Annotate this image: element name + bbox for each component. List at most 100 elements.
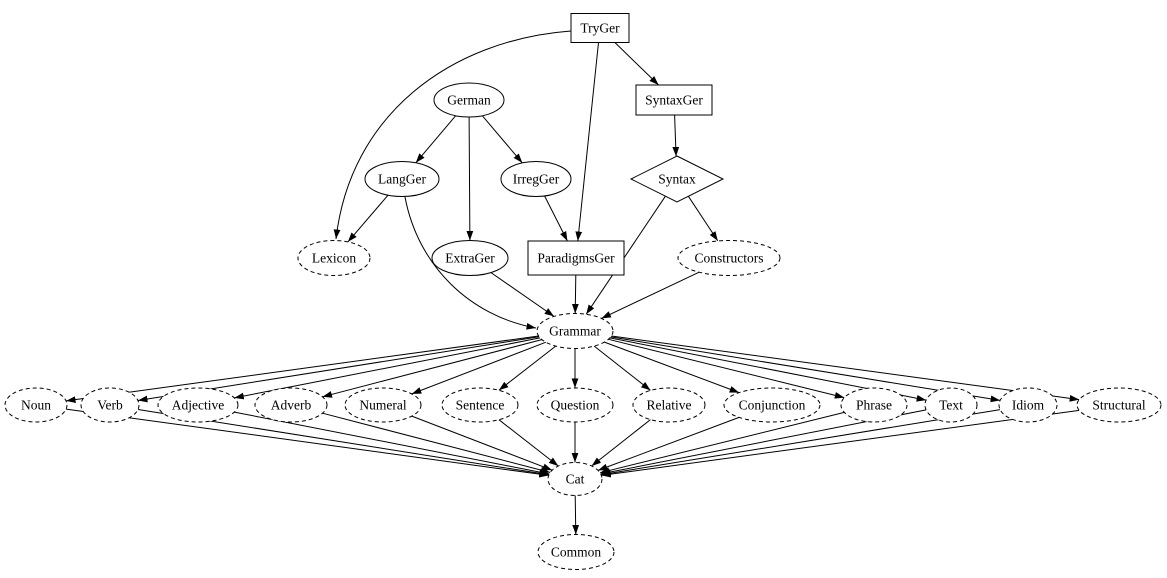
node-Constructors: Constructors [677, 240, 781, 276]
node-shape-Constructors [677, 240, 781, 276]
node-label-Constructors: Constructors [695, 251, 764, 266]
node-label-Numeral: Numeral [359, 398, 406, 413]
node-label-Relative: Relative [647, 398, 692, 413]
node-TryGer: TryGer [570, 13, 630, 43]
edge-Syntax-Constructors [687, 196, 719, 242]
edge-Syntax-Grammar [585, 195, 666, 315]
edge-SyntaxGer-Syntax [672, 114, 680, 157]
edge-Grammar-Relative [593, 345, 651, 391]
node-shape-ParadigmsGer [527, 240, 625, 276]
node-shape-Conjunction [723, 387, 821, 423]
edge-TryGer-Lexicon [333, 30, 572, 240]
node-shape-SyntaxGer [635, 84, 713, 116]
node-shape-Noun [4, 387, 68, 423]
node-shape-LangGer [364, 161, 440, 197]
node-Grammar: Grammar [536, 313, 614, 349]
edge-Sentence-Cat [498, 419, 559, 467]
edge-German-ExtraGer [466, 116, 474, 241]
node-shape-Sentence [441, 387, 519, 423]
edge-Idiom-Cat [601, 409, 1001, 477]
node-label-LangGer: LangGer [378, 172, 426, 187]
edge-Conjunction-Cat [597, 416, 740, 471]
node-Numeral: Numeral [344, 387, 422, 423]
node-shape-German [433, 82, 505, 118]
node-label-Question: Question [551, 398, 600, 413]
node-label-Verb: Verb [97, 398, 123, 413]
edge-Structural-Cat [601, 409, 1080, 478]
edge-German-LangGer [415, 115, 457, 164]
node-Verb: Verb [80, 387, 140, 423]
edge-layer [66, 30, 1080, 535]
node-Phrase: Phrase [840, 387, 908, 423]
node-label-SyntaxGer: SyntaxGer [645, 93, 703, 108]
node-shape-Common [537, 534, 615, 570]
edge-Adverb-Cat [322, 412, 551, 474]
node-ParadigmsGer: ParadigmsGer [527, 240, 625, 276]
node-label-Cat: Cat [566, 472, 585, 487]
node-SyntaxGer: SyntaxGer [635, 84, 713, 116]
node-label-Common: Common [551, 545, 602, 560]
edge-ParadigmsGer-Grammar [571, 274, 579, 314]
node-label-Idiom: Idiom [1012, 398, 1045, 413]
node-Common: Common [537, 534, 615, 570]
node-shape-Adverb [254, 387, 328, 423]
node-shape-Syntax [629, 155, 725, 203]
node-label-Structural: Structural [1092, 398, 1145, 413]
node-label-Grammar: Grammar [549, 324, 601, 339]
edge-LangGer-Lexicon [347, 194, 389, 243]
node-Relative: Relative [632, 387, 706, 423]
edge-LangGer-Grammar [404, 196, 537, 330]
node-shape-Numeral [344, 387, 422, 423]
node-label-ExtraGer: ExtraGer [445, 251, 495, 266]
edge-Noun-Cat [66, 408, 549, 478]
node-label-Conjunction: Conjunction [739, 398, 806, 413]
node-label-Phrase: Phrase [856, 398, 892, 413]
node-Text: Text [924, 387, 978, 423]
edge-Grammar-Noun [66, 335, 539, 403]
node-label-Syntax: Syntax [658, 172, 696, 187]
node-Conjunction: Conjunction [723, 387, 821, 423]
node-label-Sentence: Sentence [456, 398, 505, 413]
edge-Constructors-Grammar [601, 271, 700, 319]
node-shape-Question [536, 387, 614, 423]
node-Adjective: Adjective [157, 387, 239, 423]
node-German: German [433, 82, 505, 118]
node-label-Adverb: Adverb [271, 398, 312, 413]
node-shape-Verb [80, 387, 140, 423]
edge-Grammar-Conjunction [604, 341, 740, 394]
node-shape-Text [924, 387, 978, 423]
edge-Grammar-Numeral [411, 341, 547, 395]
node-label-Text: Text [939, 398, 963, 413]
node-Lexicon: Lexicon [297, 240, 371, 276]
edge-Cat-Common [572, 495, 580, 535]
edge-German-IrregGer [481, 115, 523, 164]
node-shape-Grammar [536, 313, 614, 349]
node-label-Noun: Noun [21, 398, 51, 413]
node-shape-ExtraGer [431, 240, 509, 276]
edge-Grammar-Idiom [610, 336, 1001, 403]
node-shape-Lexicon [297, 240, 371, 276]
node-Noun: Noun [4, 387, 68, 423]
edge-Grammar-Phrase [608, 338, 845, 399]
edge-Numeral-Cat [411, 415, 553, 471]
node-IrregGer: IrregGer [500, 161, 572, 197]
node-shape-IrregGer [500, 161, 572, 197]
edge-TryGer-ParadigmsGer [575, 42, 599, 242]
node-LangGer: LangGer [364, 161, 440, 197]
node-label-Lexicon: Lexicon [312, 251, 356, 266]
node-label-TryGer: TryGer [580, 21, 620, 36]
edge-ExtraGer-Grammar [490, 272, 555, 317]
edge-Phrase-Cat [599, 411, 845, 474]
edge-Adjective-Cat [234, 411, 550, 476]
node-shape-Structural [1076, 387, 1162, 423]
node-shape-TryGer [570, 13, 630, 43]
node-shape-Phrase [840, 387, 908, 423]
edge-Relative-Cat [591, 419, 651, 467]
node-label-Adjective: Adjective [172, 398, 224, 413]
edge-Grammar-Structural [611, 335, 1080, 402]
node-shape-Relative [632, 387, 706, 423]
node-Adverb: Adverb [254, 387, 328, 423]
